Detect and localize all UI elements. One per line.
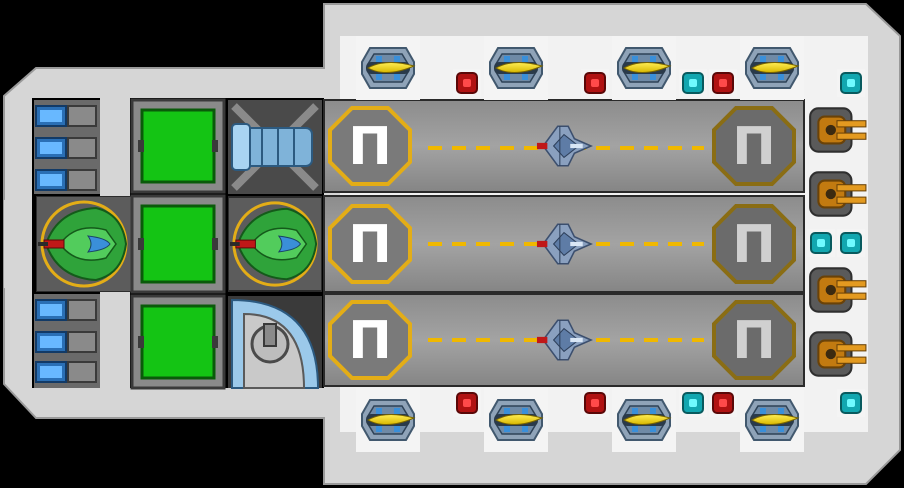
red-light-icon — [708, 388, 738, 418]
pad-glyph-right: П — [732, 117, 776, 177]
storage-module-1[interactable] — [130, 98, 226, 194]
red-light-icon — [452, 68, 482, 98]
red-light-icon — [452, 388, 482, 418]
green-fighter-icon[interactable] — [36, 196, 132, 292]
parked-jet-icon[interactable] — [740, 388, 804, 452]
parked-jet-icon[interactable] — [356, 36, 420, 100]
storage-module-3[interactable] — [130, 294, 226, 390]
parked-jet-icon[interactable] — [612, 36, 676, 100]
runway[interactable]: П П — [323, 293, 805, 387]
pad-glyph-right: П — [732, 311, 776, 371]
pad-glyph-left: П — [348, 215, 392, 275]
shield-dome-icon[interactable] — [228, 296, 322, 389]
pad-glyph-left: П — [348, 311, 392, 371]
red-light-icon — [708, 68, 738, 98]
runway-list: П П П П П П — [323, 99, 805, 387]
parked-jet-icon[interactable] — [740, 36, 804, 100]
cyan-light-icon — [836, 228, 866, 258]
pad-glyph-left: П — [348, 117, 392, 177]
engine-block-bottom — [34, 294, 100, 388]
cyan-light-icon — [836, 68, 866, 98]
storage-module-2[interactable] — [130, 194, 226, 294]
green-fighter-icon[interactable] — [228, 196, 322, 292]
runway[interactable]: П П — [323, 99, 805, 193]
cyan-light-icon — [678, 388, 708, 418]
pad-glyph-right: П — [732, 215, 776, 275]
red-light-icon — [580, 68, 610, 98]
parked-jet-icon[interactable] — [356, 388, 420, 452]
runway[interactable]: П П — [323, 195, 805, 293]
red-light-icon — [580, 388, 610, 418]
parked-jet-icon[interactable] — [484, 36, 548, 100]
hull-nose — [4, 196, 32, 292]
parked-jet-icon[interactable] — [612, 388, 676, 452]
cyan-light-icon — [678, 68, 708, 98]
engine-block-top — [34, 100, 100, 194]
cyan-light-icon — [806, 228, 836, 258]
reactor-module-icon[interactable] — [228, 100, 322, 194]
cyan-light-icon — [836, 388, 866, 418]
parked-jet-icon[interactable] — [484, 388, 548, 452]
